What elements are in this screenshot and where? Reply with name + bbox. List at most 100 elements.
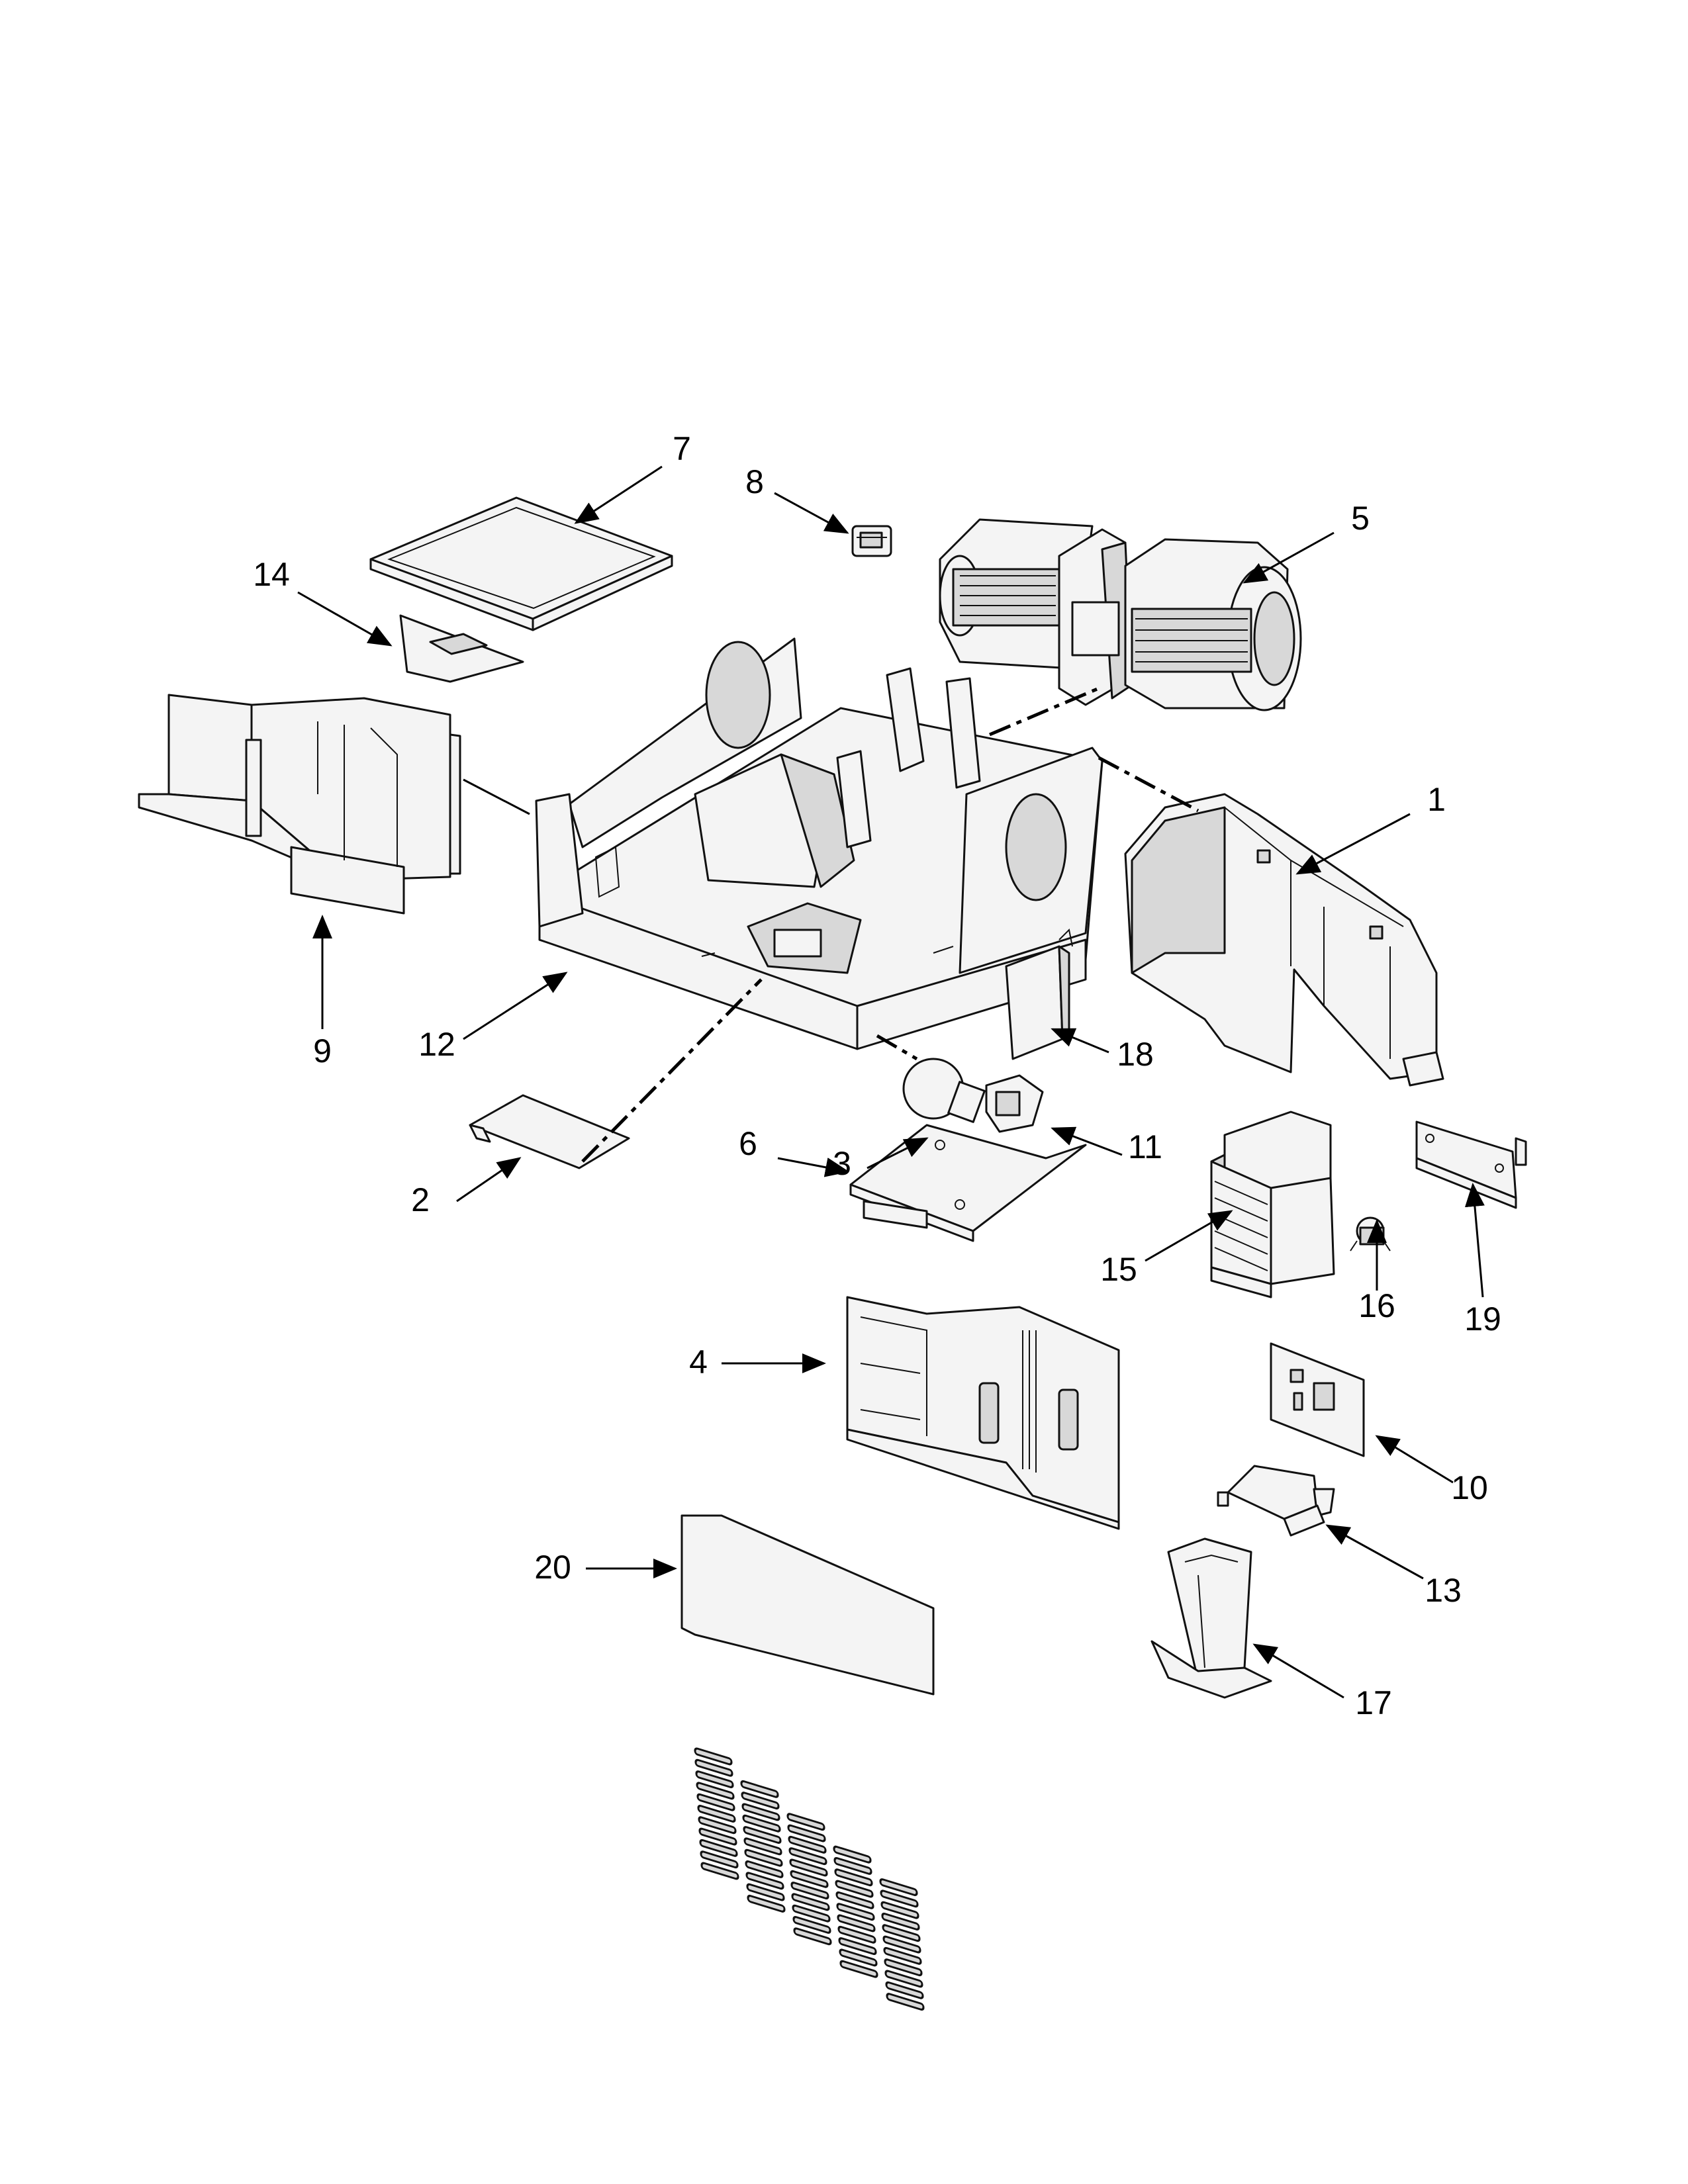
grille-slot: [883, 1946, 922, 1965]
grille-slot: [697, 1805, 736, 1823]
grille-slot: [788, 1835, 827, 1854]
callout-number: 20: [534, 1549, 571, 1586]
grille-slot: [787, 1824, 826, 1843]
grille-slot: [839, 1960, 878, 1978]
grille-slot: [879, 1878, 918, 1896]
callout-number: 19: [1464, 1300, 1501, 1338]
grille-slot: [837, 1925, 876, 1944]
grille-slot: [790, 1870, 829, 1888]
callout-number: 6: [739, 1125, 757, 1162]
grille-slot: [741, 1803, 780, 1821]
callout-5: 5: [1243, 500, 1370, 584]
grille-slot: [880, 1901, 919, 1919]
grille-slot: [700, 1850, 739, 1869]
grille-slot: [834, 1868, 873, 1887]
grille-slot: [788, 1847, 827, 1866]
grille-slot: [698, 1827, 737, 1846]
callout-leader-arrow: [1145, 1210, 1233, 1262]
grille-slot: [833, 1845, 872, 1864]
grille-slot: [746, 1883, 785, 1901]
callout-number: 16: [1358, 1287, 1395, 1324]
callout-13: 13: [1325, 1524, 1462, 1609]
part-20-grille: [680, 1514, 935, 2011]
grille-slot: [837, 1914, 876, 1933]
grille-slot: [838, 1937, 877, 1956]
callout-16: 16: [1358, 1219, 1395, 1324]
part-6-mounting-plate: [849, 1124, 1087, 1242]
grille-slot: [743, 1837, 782, 1856]
callout-leader-arrow: [1325, 1524, 1424, 1580]
part-17-vent-duct: [1150, 1537, 1272, 1699]
part-19-bracket-plate: [1415, 1120, 1527, 1209]
callout-leader-arrow: [1051, 1028, 1109, 1054]
callout-number: 1: [1427, 781, 1446, 818]
callout-1: 1: [1295, 781, 1446, 875]
callout-leader-arrow: [774, 492, 849, 534]
callout-4: 4: [689, 1343, 826, 1381]
callout-number: 18: [1117, 1036, 1154, 1073]
grille-slot: [694, 1758, 733, 1777]
callout-number: 2: [411, 1181, 430, 1218]
grille-slot: [694, 1747, 733, 1766]
grille-slot: [740, 1780, 779, 1798]
callout-12: 12: [418, 972, 568, 1063]
part-4-panel: [846, 1296, 1120, 1530]
grille-slot: [786, 1813, 825, 1831]
grille-slot: [836, 1903, 875, 1921]
callout-leader-arrow: [1464, 1183, 1485, 1298]
callout-leader-arrow: [1243, 531, 1335, 584]
callout-14: 14: [253, 556, 393, 647]
grille-slot: [882, 1924, 921, 1942]
part-2-cover-plate: [469, 1094, 630, 1169]
grille-slot: [839, 1948, 878, 1967]
callout-number: 13: [1425, 1572, 1462, 1609]
part-14-plate: [399, 614, 524, 683]
grille-slot: [881, 1913, 920, 1931]
grille-slot: [745, 1860, 784, 1878]
callout-8: 8: [745, 463, 849, 534]
part-15-transformer: [1210, 1111, 1335, 1298]
grille-slot: [745, 1872, 784, 1890]
grille-slot: [790, 1882, 829, 1899]
callout-number: 17: [1355, 1684, 1392, 1721]
callout-2: 2: [411, 1157, 522, 1218]
callout-number: 5: [1351, 500, 1370, 537]
grille-slot: [744, 1848, 783, 1867]
part-13-mount-bracket: [1217, 1465, 1335, 1537]
part-5-blower-motor: [939, 518, 1302, 711]
callout-19: 19: [1464, 1183, 1501, 1338]
callout-leader-arrow: [1252, 1643, 1344, 1699]
callout-20: 20: [534, 1549, 677, 1586]
grille-slot: [884, 1970, 923, 1988]
callout-leader-arrow: [867, 1137, 929, 1169]
grille-slot: [743, 1826, 782, 1844]
callout-10: 10: [1375, 1435, 1488, 1506]
callout-number: 3: [833, 1145, 851, 1182]
callout-9: 9: [312, 915, 332, 1069]
grille-slot: [880, 1889, 919, 1908]
callout-number: 10: [1451, 1469, 1488, 1506]
grille-slot: [742, 1814, 781, 1833]
callout-number: 8: [745, 463, 764, 500]
callout-leader-arrow: [456, 1157, 522, 1203]
part-7-filter-frame: [369, 496, 673, 631]
callout-7: 7: [574, 430, 691, 524]
callout-number: 14: [253, 556, 290, 593]
callout-number: 15: [1100, 1251, 1137, 1288]
grille-slot: [695, 1770, 734, 1788]
grille-slot: [696, 1793, 735, 1811]
callout-leader-arrow: [1051, 1126, 1123, 1156]
part-9-side-duct: [138, 694, 461, 915]
callout-18: 18: [1051, 1028, 1154, 1073]
grille-slot: [696, 1782, 735, 1800]
grille-slot: [747, 1894, 786, 1913]
grille-slot: [789, 1858, 828, 1877]
callout-number: 12: [418, 1026, 455, 1063]
callout-number: 7: [673, 430, 691, 467]
callout-leader-arrow: [297, 591, 393, 647]
callout-11: 11: [1051, 1126, 1162, 1165]
callout-number: 9: [313, 1032, 332, 1069]
